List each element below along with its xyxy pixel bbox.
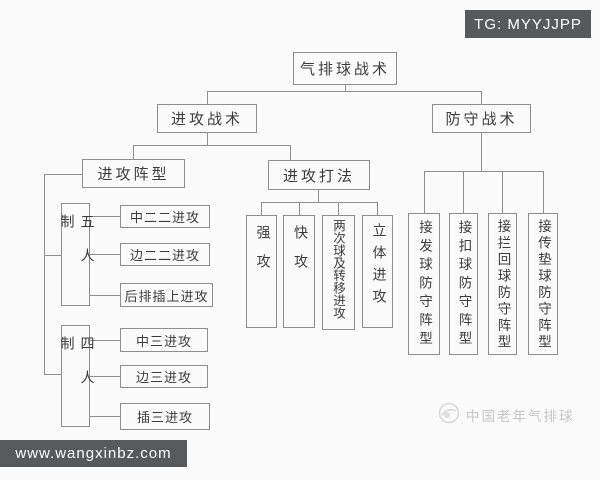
connector-line [90,416,120,417]
node-power-attack: 强攻 [246,215,277,328]
connector-line [90,295,120,296]
watermark-text: 中国老年气排球 [466,408,575,424]
connector-line [463,171,464,213]
node-side-2-2-attack: 边二二进攻 [120,243,210,266]
connector-line [133,145,134,159]
connector-line [44,174,45,375]
tg-label-badge: TG: MYYJJPP [465,10,591,38]
node-defense-tactics: 防守战术 [432,104,531,133]
node-block-rebound-defense: 接拦回球防守阵型 [488,213,517,355]
connector-line [290,145,291,160]
connector-line [90,216,120,217]
connector-line [261,202,262,215]
website-url-bar: www.wangxinbz.com [0,440,187,467]
connector-line [318,190,319,202]
node-serve-receive-defense: 接发球防守阵型 [408,213,440,355]
node-mid-3-attack: 中三进攻 [120,328,208,352]
connector-line [502,171,503,213]
node-five-player-system: 五人制 [59,203,94,306]
connector-line [481,91,482,104]
connector-line [44,374,61,375]
volleyball-association-logo-icon [438,402,460,427]
node-side-3-attack: 边三进攻 [120,365,208,388]
connector-line [90,376,120,377]
connector-line [90,254,120,255]
node-pass-dig-defense: 接传垫球防守阵型 [528,213,558,355]
connector-line [424,171,544,172]
node-insert-3-attack: 插三进攻 [120,403,210,430]
node-quick-attack: 快攻 [283,215,315,328]
node-attack-methods: 进攻打法 [268,160,370,190]
connector-line [543,171,544,213]
connector-line [44,174,82,175]
connector-line [345,85,346,92]
connector-line [207,91,208,104]
node-mid-2-2-attack: 中二二进攻 [120,205,210,228]
connector-line [90,340,120,341]
connector-line [261,202,378,203]
watermark: 中国老年气排球 [438,402,575,427]
connector-line [338,202,339,215]
node-attack-tactics: 进攻战术 [157,104,257,133]
node-three-dimensional-attack: 立体进攻 [362,215,393,328]
connector-line [133,145,291,146]
node-second-ball-transfer-attack: 两次球及转移进攻 [322,215,355,330]
node-spike-receive-defense: 接扣球防守阵型 [449,213,478,355]
connector-line [207,133,208,145]
node-four-player-system: 四人制 [59,325,94,427]
connector-line [299,202,300,215]
connector-line [44,255,61,256]
node-back-row-insert-attack: 后排插上进攻 [120,283,213,307]
node-root: 气排球战术 [293,52,397,85]
connector-line [424,171,425,213]
node-attack-formation: 进攻阵型 [82,159,185,188]
connector-line [207,91,482,92]
connector-line [377,202,378,215]
connector-line [481,133,482,171]
